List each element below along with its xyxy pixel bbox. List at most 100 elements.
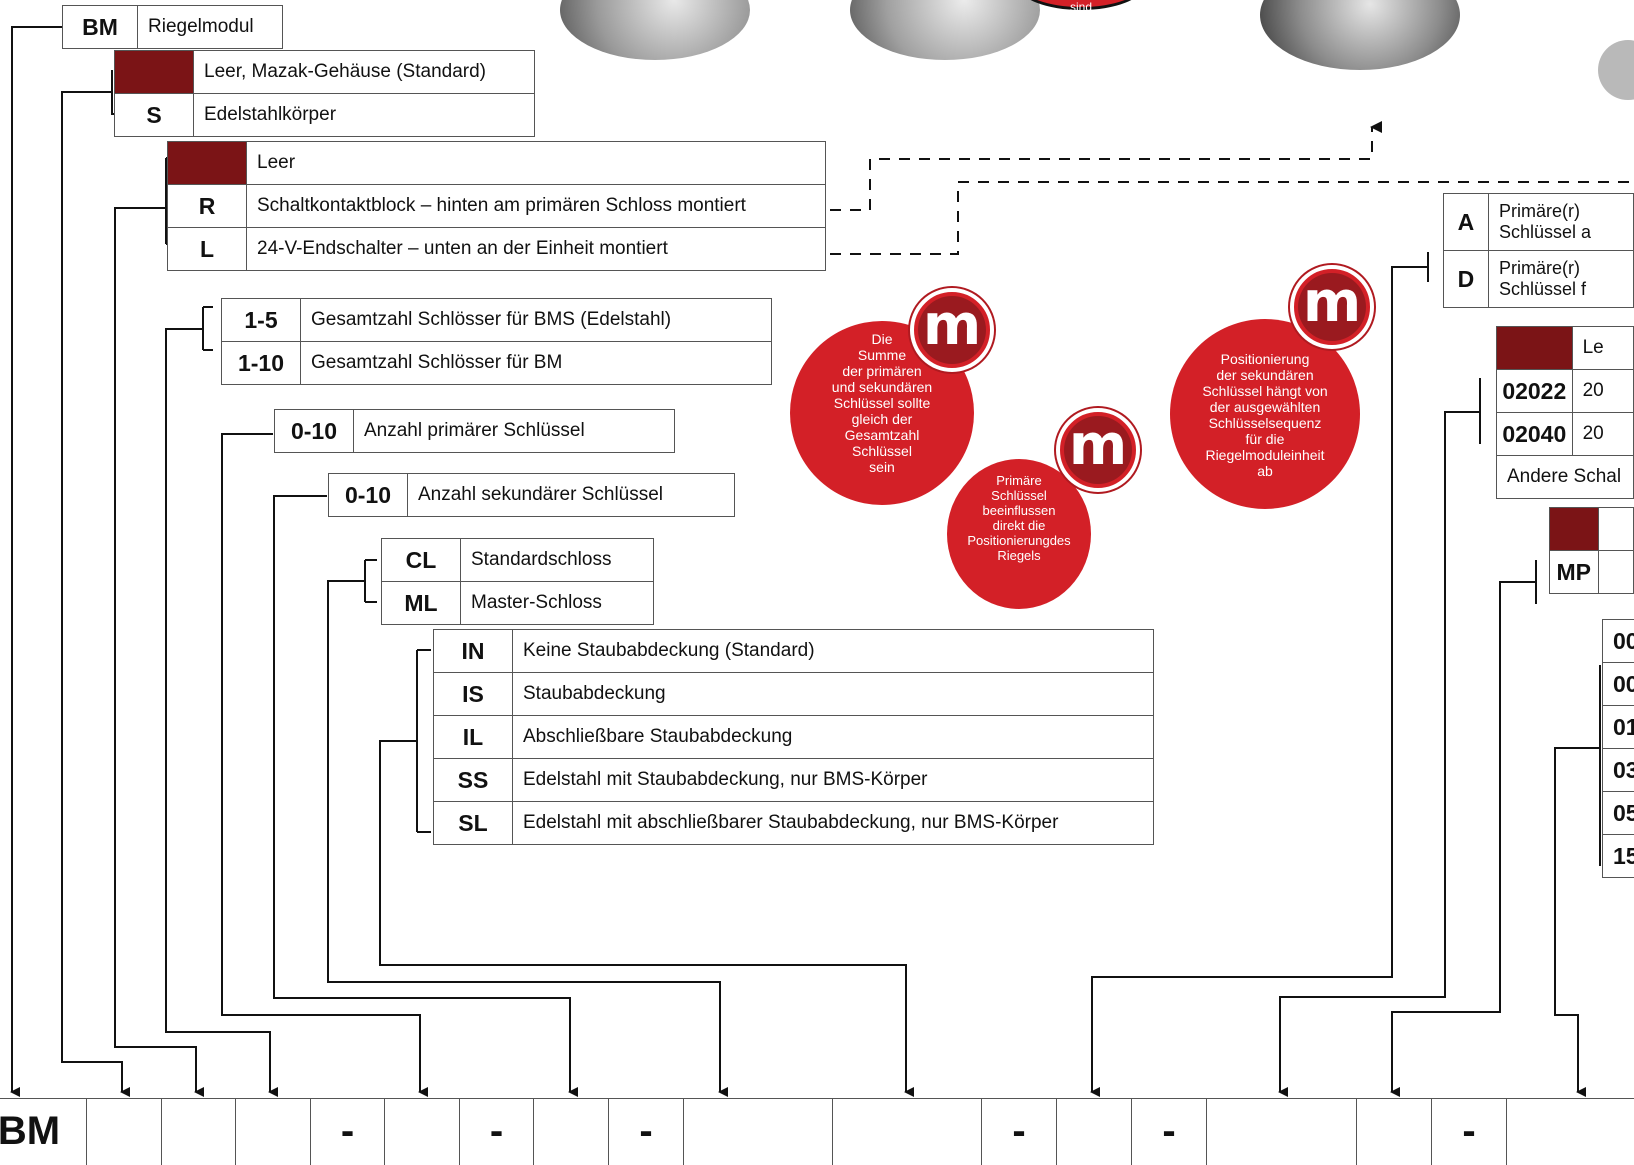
option-code: BM [62, 5, 138, 49]
order-separator: - [310, 1098, 384, 1165]
note-badge: Primäre Schlüssel beeinflussen direkt di… [947, 459, 1091, 609]
mp-desc-empty [1597, 507, 1634, 551]
line-body [61, 70, 122, 1092]
option-desc: Abschließbare Staubabdeckung [512, 715, 1154, 759]
mp-table: MP [1549, 507, 1634, 594]
option-code: SL [433, 801, 513, 845]
option-desc: 20 [1571, 369, 1634, 413]
option-desc: Anzahl primärer Schlüssel [353, 409, 675, 453]
note-badge: Positionierung der sekundären Schlüssel … [1170, 319, 1360, 509]
option-desc: Anzahl sekundärer Schlüssel [407, 473, 735, 517]
order-slot [683, 1098, 832, 1165]
option-desc: Master-Schloss [460, 581, 654, 625]
order-slot [1206, 1098, 1356, 1165]
body-table: Leer, Mazak-Gehäuse (Standard) S Edelsta… [114, 50, 535, 137]
dashed-switch-l [830, 181, 1634, 255]
option-code: IN [433, 629, 513, 673]
line-mp [1392, 560, 1537, 1092]
option-desc: Leer, Mazak-Gehäuse (Standard) [193, 50, 535, 94]
line-total [165, 307, 270, 1092]
empty-swatch [1549, 507, 1599, 551]
m-logo-icon: m [1290, 265, 1374, 349]
sequence-table: A Primäre(r) Schlüssel a D Primäre(r) Sc… [1443, 193, 1634, 308]
option-desc: Gesamtzahl Schlösser für BMS (Edelstahl) [300, 298, 772, 342]
primary-table: 0-10 Anzahl primärer Schlüssel [274, 409, 675, 453]
option-desc: Primäre(r) Schlüssel a [1487, 193, 1634, 251]
line-switch [114, 158, 196, 1092]
option-code: IS [433, 672, 513, 716]
bm-table: BM Riegelmodul [62, 5, 283, 49]
profile-table: Le 02022 20 02040 20 Andere Schal [1496, 326, 1634, 499]
option-desc: Andere Schal [1496, 455, 1634, 499]
option-code: 01 [1602, 705, 1634, 749]
option-desc: Gesamtzahl Schlösser für BM [300, 341, 772, 385]
option-code: 02022 [1496, 369, 1573, 413]
order-slot [1506, 1098, 1634, 1165]
option-code: 1-5 [221, 298, 301, 342]
order-separator: - [459, 1098, 533, 1165]
codes-table: 00 00 01 03 05 15 [1602, 619, 1634, 878]
option-desc: Edelstahl mit abschließbarer Staubabdeck… [512, 801, 1154, 845]
order-slot [1056, 1098, 1131, 1165]
option-desc: Le [1571, 326, 1634, 370]
order-code-row: BM - - - - - - [0, 1098, 1634, 1165]
option-desc: Keine Staubabdeckung (Standard) [512, 629, 1154, 673]
dashed-switch-r [830, 121, 1382, 211]
cover-table: IN Keine Staubabdeckung (Standard) IS St… [433, 629, 1154, 845]
line-lock [327, 560, 720, 1092]
line-codes [1554, 665, 1601, 1092]
option-desc: Schaltkontaktblock – hinten am primären … [246, 184, 826, 228]
option-code: IL [433, 715, 513, 759]
order-separator: - [1431, 1098, 1506, 1165]
option-code: 0-10 [274, 409, 354, 453]
option-desc: Standardschloss [460, 538, 654, 582]
option-code: 00 [1602, 662, 1634, 706]
m-logo-icon: m [910, 288, 994, 372]
option-code: 05 [1602, 791, 1634, 835]
option-code: 02040 [1496, 412, 1573, 456]
lock-table: CL Standardschloss ML Master-Schloss [381, 538, 654, 625]
option-code: R [167, 184, 247, 228]
top-badge-text: sind [1069, 0, 1092, 14]
option-desc: Staubabdeckung [512, 672, 1154, 716]
order-slot [86, 1098, 161, 1165]
order-slot [161, 1098, 235, 1165]
line-sequence [1092, 252, 1429, 1092]
line-profile [1280, 378, 1481, 1092]
order-slot [384, 1098, 459, 1165]
order-separator: - [1131, 1098, 1206, 1165]
empty-swatch [167, 141, 247, 185]
line-bm [10, 26, 62, 1097]
option-desc: Primäre(r) Schlüssel f [1487, 250, 1634, 308]
order-slot [533, 1098, 608, 1165]
line-primary [221, 433, 428, 1097]
order-slot [832, 1098, 981, 1165]
option-desc: Leer [246, 141, 826, 185]
line-secondary [273, 495, 578, 1097]
order-slot [1356, 1098, 1431, 1165]
order-slot [235, 1098, 310, 1165]
option-code: L [167, 227, 247, 271]
total-table: 1-5 Gesamtzahl Schlösser für BMS (Edelst… [221, 298, 772, 385]
option-code: 15 [1602, 834, 1634, 878]
option-desc: 20 [1571, 412, 1634, 456]
order-separator: - [608, 1098, 683, 1165]
option-code: S [114, 93, 194, 137]
top-badge: sind [1018, 0, 1144, 14]
option-code: 0-10 [328, 473, 408, 517]
secondary-table: 0-10 Anzahl sekundärer Schlüssel [328, 473, 735, 517]
option-code: MP [1549, 550, 1599, 594]
note-text: Die Summe der primären und sekundären Sc… [831, 331, 933, 475]
mp-desc-empty [1597, 550, 1634, 594]
option-code: 00 [1602, 619, 1634, 663]
option-code: D [1443, 250, 1489, 308]
option-code: 03 [1602, 748, 1634, 792]
option-desc: Riegelmodul [137, 5, 283, 49]
empty-swatch [1496, 326, 1573, 370]
empty-swatch [114, 50, 194, 94]
note-text: Primäre Schlüssel beeinflussen direkt di… [967, 473, 1071, 563]
option-desc: 24-V-Endschalter – unten an der Einheit … [246, 227, 826, 271]
switch-table: Leer R Schaltkontaktblock – hinten am pr… [167, 141, 826, 271]
order-code-prefix: BM [0, 1098, 86, 1165]
